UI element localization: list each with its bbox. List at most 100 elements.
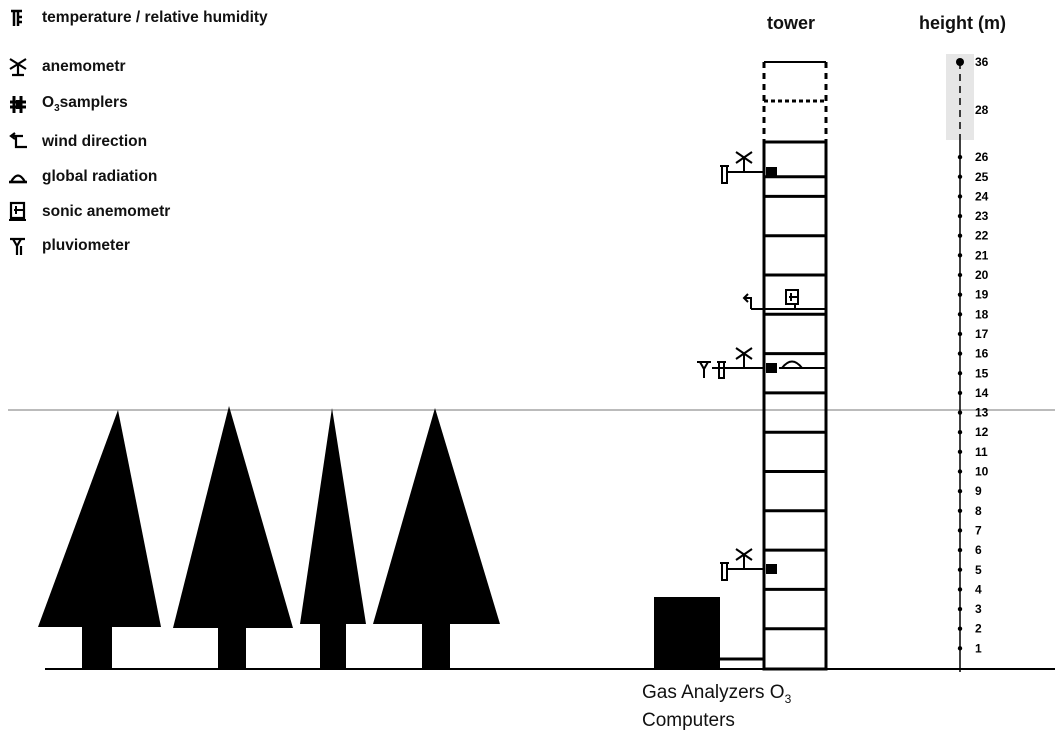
legend-item: O3samplers bbox=[8, 92, 128, 116]
legend-item: pluviometer bbox=[8, 234, 130, 258]
height-label: 1 bbox=[975, 641, 982, 655]
height-label: 36 bbox=[975, 55, 989, 69]
legend-label: sonic anemometr bbox=[42, 203, 171, 220]
tree bbox=[373, 408, 500, 669]
legend-item: temperature / relative humidity bbox=[8, 6, 268, 30]
legend-label-rest: samplers bbox=[59, 93, 128, 111]
anemometer-icon bbox=[8, 55, 42, 79]
height-tick bbox=[957, 587, 963, 592]
o3-sampler-icon bbox=[8, 92, 42, 116]
height-label: 8 bbox=[975, 504, 982, 518]
legend-label: O3samplers bbox=[42, 94, 128, 114]
height-tick bbox=[957, 351, 963, 356]
tower-rungs bbox=[764, 175, 826, 631]
height-label: 4 bbox=[975, 582, 982, 596]
height-label: 12 bbox=[975, 425, 989, 439]
legend-label: pluviometer bbox=[42, 237, 130, 254]
height-label: 10 bbox=[975, 465, 989, 479]
height-tick bbox=[957, 272, 963, 278]
height-label: 9 bbox=[975, 484, 982, 498]
legend-label: anemometr bbox=[42, 58, 126, 75]
height-label: 15 bbox=[975, 366, 989, 380]
caption-line-2: Computers bbox=[642, 709, 735, 731]
height-label: 18 bbox=[975, 307, 989, 321]
height-label: 3 bbox=[975, 602, 982, 616]
analyzer-cabin bbox=[654, 597, 720, 669]
tree bbox=[38, 410, 161, 669]
tower bbox=[762, 140, 828, 671]
height-tick bbox=[957, 233, 963, 238]
instruments-25m bbox=[720, 151, 777, 184]
legend-item: sonic anemometr bbox=[8, 200, 170, 224]
height-label: 7 bbox=[975, 523, 982, 537]
tower-upper-dotted bbox=[762, 61, 828, 142]
height-tick bbox=[957, 528, 963, 533]
height-label: 14 bbox=[975, 386, 989, 400]
legend-label-sub: 3 bbox=[54, 103, 60, 115]
height-tick bbox=[957, 154, 963, 160]
caption: Gas Analyzers O3 Computers bbox=[642, 682, 791, 731]
height-tick bbox=[957, 606, 963, 612]
tower-title: tower bbox=[767, 13, 816, 33]
sonic-anemometer-icon bbox=[8, 200, 42, 224]
height-tick bbox=[957, 331, 963, 337]
legend-item: wind direction bbox=[8, 130, 147, 154]
legend-label: temperature / relative humidity bbox=[42, 9, 268, 26]
height-label: 5 bbox=[975, 563, 982, 577]
height-tick bbox=[957, 646, 963, 651]
height-tick bbox=[957, 469, 963, 474]
wind-vane-icon bbox=[8, 130, 42, 154]
height-label: 24 bbox=[975, 189, 989, 203]
sampling-line bbox=[720, 195, 766, 661]
pyranometer-icon bbox=[8, 165, 42, 189]
height-tick bbox=[957, 292, 963, 297]
height-tick bbox=[957, 547, 963, 553]
thermo-hygrometer-icon bbox=[8, 6, 42, 30]
height-tick bbox=[957, 430, 963, 435]
height-tick bbox=[957, 213, 963, 219]
height-scale bbox=[956, 58, 964, 672]
height-tick bbox=[957, 567, 963, 572]
caption-line-1: Gas Analyzers O3 bbox=[642, 682, 791, 710]
instruments-15m bbox=[697, 347, 826, 379]
height-label: 19 bbox=[975, 288, 989, 302]
instruments-18m bbox=[742, 289, 826, 310]
height-tick bbox=[957, 174, 963, 179]
height-title: height (m) bbox=[919, 13, 1006, 33]
caption-gas: Gas Analyzers O bbox=[642, 682, 785, 703]
legend-item: anemometr bbox=[8, 55, 126, 79]
height-label: 2 bbox=[975, 622, 982, 636]
legend-label-o: O bbox=[42, 93, 55, 111]
height-label: 13 bbox=[975, 406, 989, 420]
height-label: 25 bbox=[975, 170, 989, 184]
height-label: 16 bbox=[975, 347, 989, 361]
height-label: 23 bbox=[975, 209, 989, 223]
height-label: 17 bbox=[975, 327, 989, 341]
height-tick bbox=[957, 488, 963, 494]
height-tick bbox=[957, 371, 963, 376]
height-tick bbox=[957, 626, 963, 631]
height-label: 22 bbox=[975, 229, 989, 243]
height-label: 21 bbox=[975, 248, 989, 262]
height-label: 20 bbox=[975, 268, 989, 282]
height-label: 6 bbox=[975, 543, 982, 557]
height-tick bbox=[957, 194, 963, 199]
tree bbox=[173, 406, 293, 669]
height-ticks: 1234567891011121314151617181920212223242… bbox=[957, 55, 989, 655]
height-label: 26 bbox=[975, 150, 989, 164]
instruments-5m bbox=[720, 548, 777, 581]
height-tick bbox=[957, 508, 963, 513]
tree bbox=[300, 408, 366, 669]
height-tick bbox=[957, 253, 963, 258]
legend-label: wind direction bbox=[42, 133, 148, 150]
height-tick bbox=[957, 312, 963, 317]
rain-gauge-icon bbox=[8, 234, 42, 258]
legend-label: global radiation bbox=[42, 168, 158, 185]
legend-item: global radiation bbox=[8, 165, 157, 189]
caption-sub: 3 bbox=[784, 691, 792, 706]
height-label: 11 bbox=[975, 445, 988, 459]
height-tick bbox=[957, 449, 963, 455]
height-tick bbox=[957, 410, 963, 415]
height-label: 28 bbox=[975, 103, 989, 117]
